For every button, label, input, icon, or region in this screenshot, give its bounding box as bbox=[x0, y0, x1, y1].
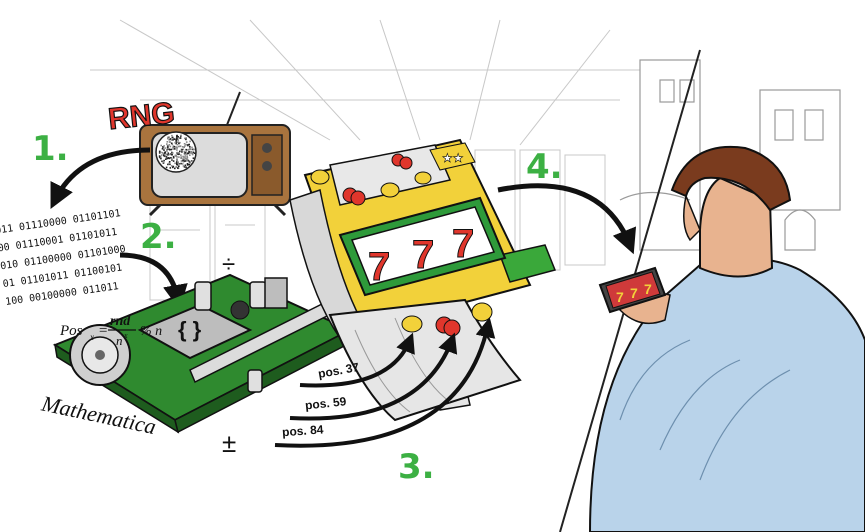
lemon-icon bbox=[310, 169, 330, 185]
step-label-4: 4. bbox=[526, 147, 563, 187]
lemon-icon bbox=[401, 315, 423, 333]
reel-digit-3: 7 bbox=[452, 222, 474, 266]
lemon-icon bbox=[471, 302, 493, 322]
cherry-icon bbox=[391, 153, 413, 170]
phone-digit-2: 7 bbox=[630, 285, 638, 301]
reel-digit-1: 7 bbox=[368, 245, 390, 289]
arrow-tv-to-binary bbox=[50, 147, 151, 209]
tv-icon bbox=[139, 91, 291, 217]
arrow-pos-84 bbox=[274, 317, 496, 448]
divide-symbol: ÷ bbox=[222, 251, 235, 278]
circuit-board: { } bbox=[52, 273, 353, 434]
phone-icon: 7 7 7 bbox=[598, 266, 667, 314]
arrow-slot-to-phone bbox=[497, 183, 637, 255]
step-label-1: 1. bbox=[32, 129, 69, 169]
slot-machine: ★★ 7 7 7 bbox=[289, 138, 557, 422]
person-with-phone: 7 7 7 bbox=[588, 146, 865, 532]
pos-label-37: pos. 37 bbox=[317, 360, 360, 381]
step-label-3: 3. bbox=[398, 447, 435, 487]
formula-rhs: % n bbox=[140, 324, 162, 339]
plus-minus-symbol: ± bbox=[222, 428, 236, 458]
tv-static bbox=[158, 134, 196, 170]
phone-digit-1: 7 bbox=[616, 289, 624, 305]
binary-stream: 011 01110000 01101101 00 01110001 011010… bbox=[0, 208, 126, 308]
formula-sub: x bbox=[89, 332, 94, 342]
star-icon: ★★ bbox=[442, 151, 464, 165]
pos-label-59: pos. 59 bbox=[304, 394, 347, 412]
probability-formula: Pos x = rnd n x % n bbox=[59, 314, 162, 348]
formula-den: n bbox=[116, 333, 123, 348]
formula-eq: = bbox=[98, 323, 108, 339]
rng-label: RNG bbox=[107, 96, 177, 136]
phone-digit-3: 7 bbox=[644, 281, 652, 297]
lemon-icon bbox=[414, 171, 432, 185]
formula-den-sup: x bbox=[123, 331, 128, 340]
reel-digit-2: 7 bbox=[412, 233, 434, 277]
arrow-pos-59 bbox=[289, 332, 458, 421]
arrow-binary-to-chip bbox=[119, 252, 188, 310]
fan-icon bbox=[69, 324, 131, 386]
step-label-2: 2. bbox=[140, 217, 177, 257]
pos-label-84: pos. 84 bbox=[282, 422, 325, 439]
chip-symbol: { } bbox=[178, 317, 202, 342]
antenna-icon bbox=[224, 91, 241, 131]
formula-num: rnd bbox=[110, 314, 131, 329]
lemon-icon bbox=[380, 182, 400, 198]
arrow-pos-37 bbox=[299, 332, 415, 388]
cherry-icon bbox=[342, 187, 366, 206]
formula-lhs: Pos bbox=[59, 323, 83, 339]
